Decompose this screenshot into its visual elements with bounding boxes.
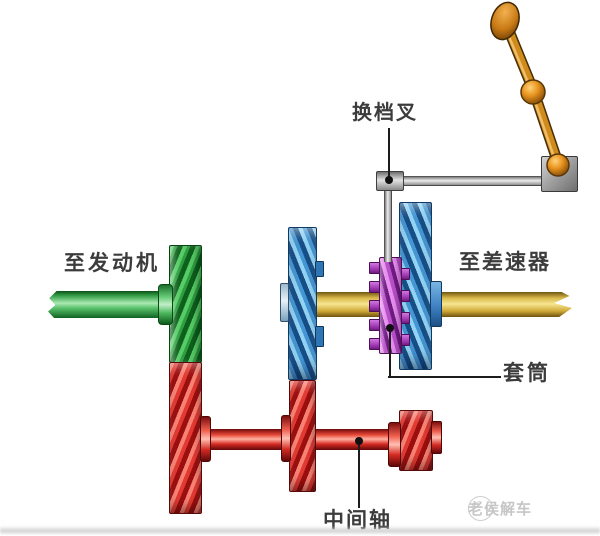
input-shaft-collar (158, 284, 173, 325)
counter-gear-right (399, 410, 433, 471)
input-gear (169, 245, 202, 363)
counter-shaft-hub-right (431, 421, 442, 454)
dog-tooth-upper (315, 261, 324, 277)
sleeve-tooth (369, 319, 380, 331)
lever-base-block (541, 156, 578, 192)
sleeve-tooth (401, 290, 410, 302)
sleeve-tooth (401, 268, 410, 280)
input-shaft (48, 291, 170, 318)
sleeve-leader-line-vertical (389, 330, 391, 377)
dog-tooth-lower (315, 326, 324, 347)
label-shift-fork: 换档叉 (352, 102, 418, 124)
watermark-text: 老侯解车 (468, 501, 533, 518)
sleeve-tooth (369, 281, 380, 293)
sleeve-tooth (369, 300, 380, 312)
sleeve-tooth (369, 262, 380, 274)
counter-gear-mid (289, 380, 316, 492)
lever-knob (490, 1, 520, 41)
output-gear-mid-hub (280, 283, 289, 322)
sleeve-tooth (369, 338, 380, 350)
label-sleeve: 套筒 (503, 361, 551, 385)
shift-fork-leader-line (388, 128, 390, 178)
sleeve-tooth (401, 334, 410, 346)
shift-fork-rod (384, 191, 392, 262)
sleeve-tooth (401, 312, 410, 324)
counter-shaft-hub-mid (281, 415, 291, 462)
label-to-engine: 至发动机 (64, 251, 160, 275)
counter-shaft-hub-left (200, 416, 211, 462)
sleeve-leader-line-horizontal (388, 376, 501, 378)
output-shaft (316, 292, 572, 317)
watermark: 老侯解车 (468, 491, 596, 525)
counter-shaft-collar-right (388, 422, 401, 467)
counter-shaft-anchor-dot (355, 437, 363, 445)
shift-linkage-rod (403, 176, 543, 186)
counter-gear-big (169, 362, 202, 514)
sleeve-anchor-dot (386, 324, 394, 332)
output-gear-big-hub (430, 281, 442, 327)
output-gear-mid (288, 227, 317, 380)
shift-fork-anchor-dot (385, 176, 393, 184)
counter-shaft-leader-line (358, 442, 360, 508)
footer-divider (0, 526, 600, 535)
label-to-differential: 至差速器 (459, 250, 551, 274)
watermark-logo-icon (468, 495, 493, 521)
lever-mid-ball-joint (520, 79, 546, 105)
label-counter-shaft: 中间轴 (323, 508, 392, 532)
counter-shaft (203, 429, 438, 450)
